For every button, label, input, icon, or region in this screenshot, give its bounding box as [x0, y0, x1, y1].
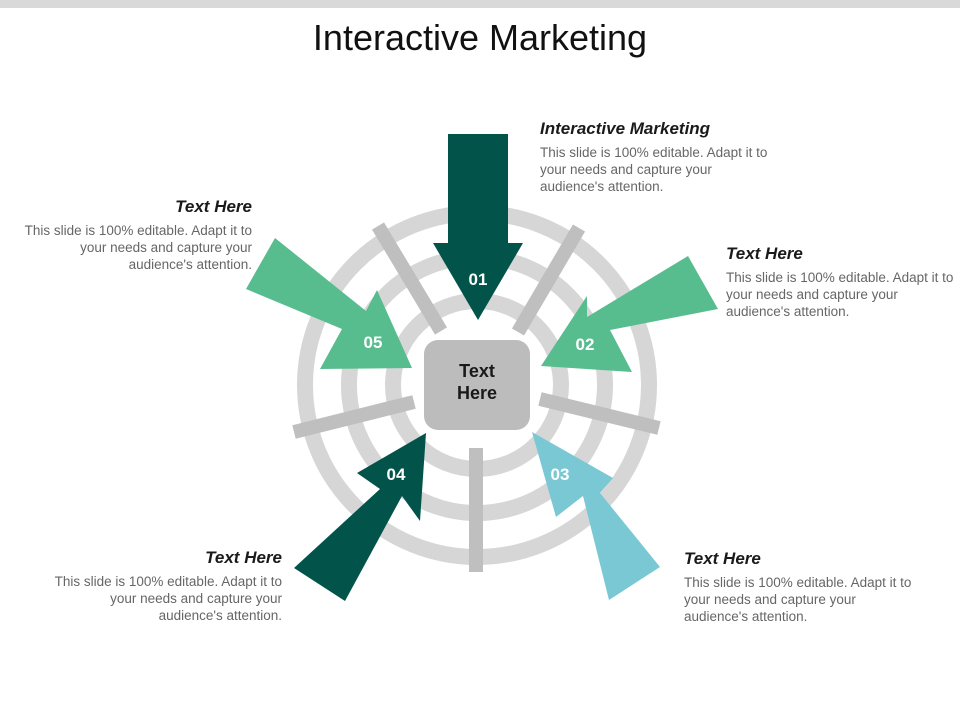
arrow-01 — [433, 134, 523, 320]
spoke-left — [292, 395, 416, 439]
center-label-line2: Here — [456, 383, 498, 403]
arrow-04-number: 04 — [387, 465, 406, 484]
text-block-04: Text Here This slide is 100% editable. A… — [50, 547, 282, 624]
arrow-05 — [246, 238, 412, 369]
text-block-02-heading: Text Here — [726, 244, 803, 263]
top-bar — [0, 0, 960, 8]
text-block-05-heading: Text Here — [175, 197, 252, 216]
text-block-01-body: This slide is 100% editable. Adapt it to… — [540, 145, 768, 194]
slide-title: Interactive Marketing — [312, 17, 648, 58]
text-block-02: Text Here This slide is 100% editable. A… — [726, 243, 958, 320]
text-block-04-body: This slide is 100% editable. Adapt it to… — [54, 574, 282, 623]
spoke-right — [538, 392, 661, 435]
center-box — [424, 340, 530, 430]
text-block-03: Text Here This slide is 100% editable. A… — [684, 548, 916, 625]
arrow-01-number: 01 — [469, 270, 488, 289]
text-block-02-body: This slide is 100% editable. Adapt it to… — [726, 270, 954, 319]
arrow-03 — [532, 432, 660, 600]
arrow-04 — [294, 433, 426, 601]
spoke-upper-left — [371, 222, 448, 335]
arrow-03-number: 03 — [551, 465, 570, 484]
center-label-line1: Text — [459, 361, 495, 381]
text-block-01-heading: Interactive Marketing — [540, 119, 711, 138]
text-block-03-body: This slide is 100% editable. Adapt it to… — [684, 575, 912, 624]
text-block-04-heading: Text Here — [205, 548, 282, 567]
center-label: Text Here — [424, 360, 530, 404]
arrow-05-number: 05 — [364, 333, 383, 352]
text-block-01: Interactive Marketing This slide is 100%… — [540, 118, 772, 195]
text-block-03-heading: Text Here — [684, 549, 761, 568]
spokes — [292, 222, 661, 572]
arrow-02-number: 02 — [576, 335, 595, 354]
spoke-upper-right — [511, 224, 586, 336]
arrow-02 — [541, 256, 718, 372]
text-block-05-body: This slide is 100% editable. Adapt it to… — [24, 223, 252, 272]
text-block-05: Text Here This slide is 100% editable. A… — [20, 196, 252, 273]
